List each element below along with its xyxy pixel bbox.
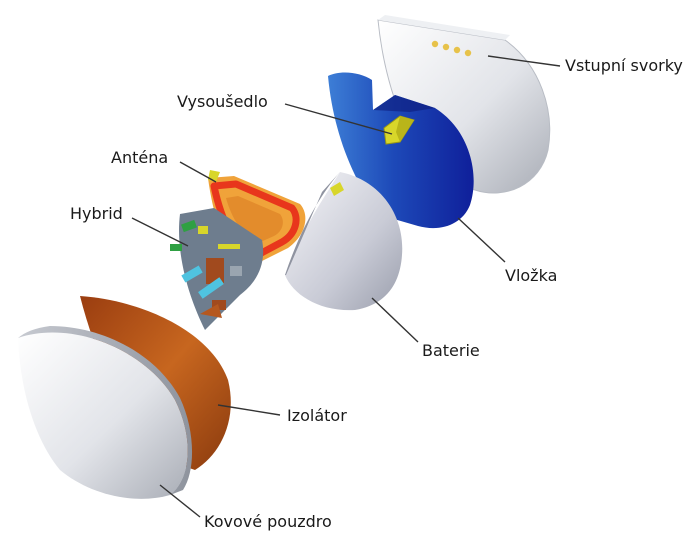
terminal-pin xyxy=(454,47,460,53)
label-insulator: Izolátor xyxy=(287,408,347,424)
label-metal-case: Kovové pouzdro xyxy=(204,514,332,530)
terminal-pin xyxy=(465,50,471,56)
label-terminals: Vstupní svorky xyxy=(565,58,683,74)
leader-line-battery xyxy=(372,298,418,342)
terminal-pin xyxy=(432,41,438,47)
label-antenna: Anténa xyxy=(111,150,168,166)
terminal-pin xyxy=(443,44,449,50)
label-battery: Baterie xyxy=(422,343,480,359)
leader-line-insert xyxy=(458,218,505,262)
label-hybrid: Hybrid xyxy=(70,206,123,222)
label-desiccant: Vysoušedlo xyxy=(177,94,268,110)
label-insert: Vložka xyxy=(505,268,557,284)
